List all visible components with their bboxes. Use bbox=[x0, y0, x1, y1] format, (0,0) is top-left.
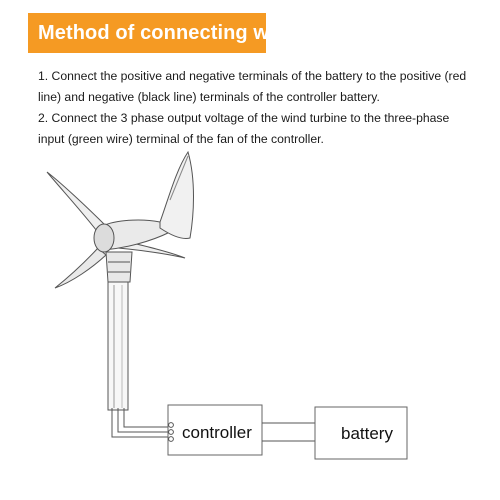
turbine-yaw-base bbox=[105, 251, 133, 283]
controller-label: controller bbox=[182, 423, 252, 442]
instruction-step-1: 1. Connect the positive and negative ter… bbox=[38, 69, 467, 104]
controller-terminal-3 bbox=[168, 436, 174, 442]
page-title: Method of connecting wire bbox=[38, 21, 294, 44]
turbine-tower bbox=[107, 281, 129, 411]
wind-turbine bbox=[46, 150, 194, 411]
turbine-tail-fin bbox=[159, 150, 194, 239]
battery-label: battery bbox=[341, 424, 393, 443]
controller-terminal-1 bbox=[168, 422, 174, 428]
instructions: 1. Connect the positive and negative ter… bbox=[38, 66, 478, 150]
turbine-hub bbox=[93, 223, 115, 253]
controller-box: controller bbox=[167, 404, 263, 456]
three-phase-wires bbox=[111, 408, 168, 438]
instruction-step-2: 2. Connect the 3 phase output voltage of… bbox=[38, 111, 450, 146]
battery-box: battery bbox=[314, 406, 408, 460]
turbine-blade-lower bbox=[54, 247, 107, 289]
controller-terminal-2 bbox=[168, 429, 174, 435]
battery-wires bbox=[262, 422, 315, 442]
turbine-blade-upper bbox=[46, 171, 109, 236]
title-banner: Method of connecting wire bbox=[28, 13, 294, 53]
